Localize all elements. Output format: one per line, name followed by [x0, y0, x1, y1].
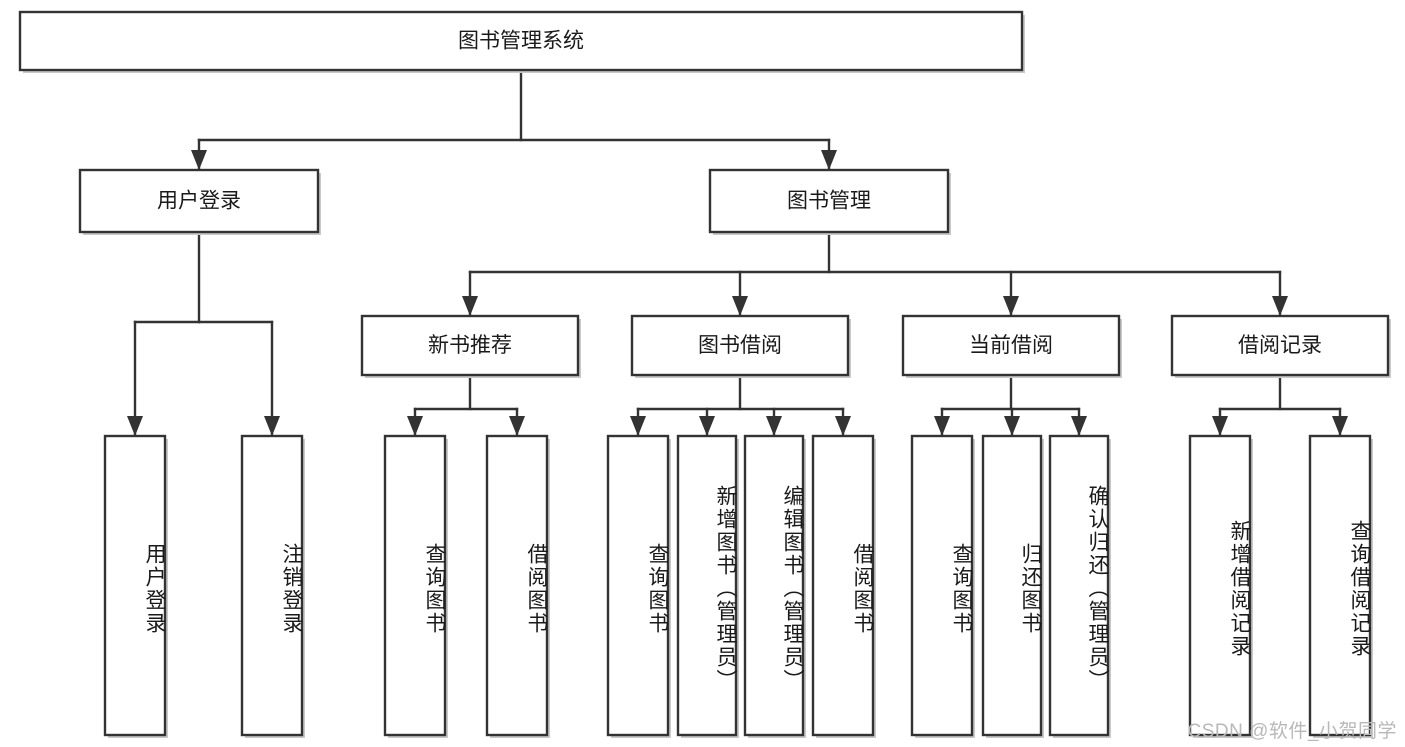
- node-leaf-8-查询图书[interactable]: [910, 434, 975, 738]
- node-level2-用户登录-rect[interactable]: [78, 168, 320, 234]
- node-leaf-4-查询图书[interactable]: [606, 434, 671, 738]
- node-root-图书管理系统-label: 图书管理系统: [458, 30, 584, 53]
- node-leaf-2-查询图书[interactable]: [383, 434, 448, 738]
- edge-root-to-level2: [191, 68, 837, 171]
- arrow-head-icon: [191, 150, 207, 170]
- node-leaf-12-查询借阅记录[interactable]: [1308, 434, 1373, 738]
- node-level3-新书推荐-rect[interactable]: [360, 314, 580, 377]
- arrow-head-icon: [835, 416, 851, 436]
- node-leaf-10-确认归还管理员-rect[interactable]: [1048, 434, 1110, 737]
- edge-level3-0-to-leaves: [407, 373, 525, 437]
- arrow-head-icon: [732, 296, 748, 316]
- edge-level3-3-to-leaves: [1212, 373, 1348, 437]
- node-leaf-9-归还图书[interactable]: [981, 434, 1044, 738]
- arrow-head-icon: [630, 416, 646, 436]
- arrow-head-icon: [821, 150, 837, 170]
- edge-level3-2-to-leaves: [934, 373, 1087, 437]
- node-leaf-2-查询图书-rect[interactable]: [383, 434, 447, 737]
- node-leaf-9-归还图书-rect[interactable]: [981, 434, 1043, 737]
- node-leaf-0-用户登录-rect[interactable]: [103, 434, 167, 737]
- arrow-head-icon: [1332, 416, 1348, 436]
- node-level3-图书借阅-rect[interactable]: [630, 314, 850, 377]
- node-leaf-10-确认归还管理员[interactable]: [1048, 434, 1111, 738]
- arrow-head-icon: [1212, 416, 1228, 436]
- connector-layer: [127, 68, 1348, 437]
- node-leaf-11-新增借阅记录[interactable]: [1188, 434, 1253, 738]
- node-leaf-0-用户登录[interactable]: [103, 434, 168, 738]
- node-leaf-3-借阅图书[interactable]: [485, 434, 550, 738]
- arrow-head-icon: [1272, 296, 1288, 316]
- node-level2-用户登录[interactable]: 用户登录: [78, 168, 321, 235]
- arrow-head-icon: [264, 416, 280, 436]
- node-level3-当前借阅[interactable]: 当前借阅: [901, 314, 1122, 378]
- node-level3-图书借阅[interactable]: 图书借阅: [630, 314, 851, 378]
- node-leaf-5-新增图书管理员[interactable]: [676, 434, 739, 738]
- arrow-head-icon: [766, 416, 782, 436]
- node-leaf-4-查询图书-rect[interactable]: [606, 434, 670, 737]
- arrow-head-icon: [1004, 416, 1020, 436]
- arrow-head-icon: [509, 416, 525, 436]
- node-leaf-11-新增借阅记录-rect[interactable]: [1188, 434, 1252, 737]
- node-level3-借阅记录-label: 借阅记录: [1238, 334, 1322, 357]
- arrow-head-icon: [127, 416, 143, 436]
- edge-user-login-to-leaves: [127, 230, 280, 437]
- node-leaf-1-注销登录-rect[interactable]: [240, 434, 304, 737]
- arrow-head-icon: [1071, 416, 1087, 436]
- node-level3-新书推荐-label: 新书推荐: [428, 334, 512, 357]
- node-leaf-6-编辑图书管理员-rect[interactable]: [743, 434, 805, 737]
- node-level2-图书管理[interactable]: 图书管理: [708, 168, 951, 235]
- node-leaf-7-借阅图书[interactable]: [811, 434, 876, 738]
- node-level2-图书管理-rect[interactable]: [708, 168, 950, 234]
- node-level3-借阅记录-rect[interactable]: [1170, 314, 1390, 377]
- watermark-text: CSDN @软件_小贺同学: [1187, 721, 1397, 742]
- arrow-head-icon: [699, 416, 715, 436]
- node-leaf-1-注销登录[interactable]: [240, 434, 305, 738]
- node-level3-图书借阅-label: 图书借阅: [698, 334, 782, 357]
- node-leaf-6-编辑图书管理员[interactable]: [743, 434, 806, 738]
- node-leaf-12-查询借阅记录-rect[interactable]: [1308, 434, 1372, 737]
- node-leaf-7-借阅图书-rect[interactable]: [811, 434, 875, 737]
- node-level3-新书推荐[interactable]: 新书推荐: [360, 314, 581, 378]
- node-leaf-8-查询图书-rect[interactable]: [910, 434, 974, 737]
- arrow-head-icon: [934, 416, 950, 436]
- arrow-head-icon: [462, 296, 478, 316]
- node-root-图书管理系统[interactable]: 图书管理系统: [18, 10, 1025, 73]
- node-leaf-5-新增图书管理员-rect[interactable]: [676, 434, 738, 737]
- arrow-head-icon: [407, 416, 423, 436]
- node-level2-图书管理-label: 图书管理: [787, 190, 871, 213]
- node-root-图书管理系统-rect[interactable]: [18, 10, 1024, 72]
- node-level3-当前借阅-rect[interactable]: [901, 314, 1121, 377]
- node-level2-用户登录-label: 用户登录: [157, 190, 241, 213]
- node-level3-借阅记录[interactable]: 借阅记录: [1170, 314, 1391, 378]
- node-leaf-3-借阅图书-rect[interactable]: [485, 434, 549, 737]
- arrow-head-icon: [1003, 296, 1019, 316]
- node-level3-当前借阅-label: 当前借阅: [969, 334, 1053, 357]
- edge-book-mgmt-to-level3: [462, 230, 1288, 317]
- edge-level3-1-to-leaves: [630, 373, 851, 437]
